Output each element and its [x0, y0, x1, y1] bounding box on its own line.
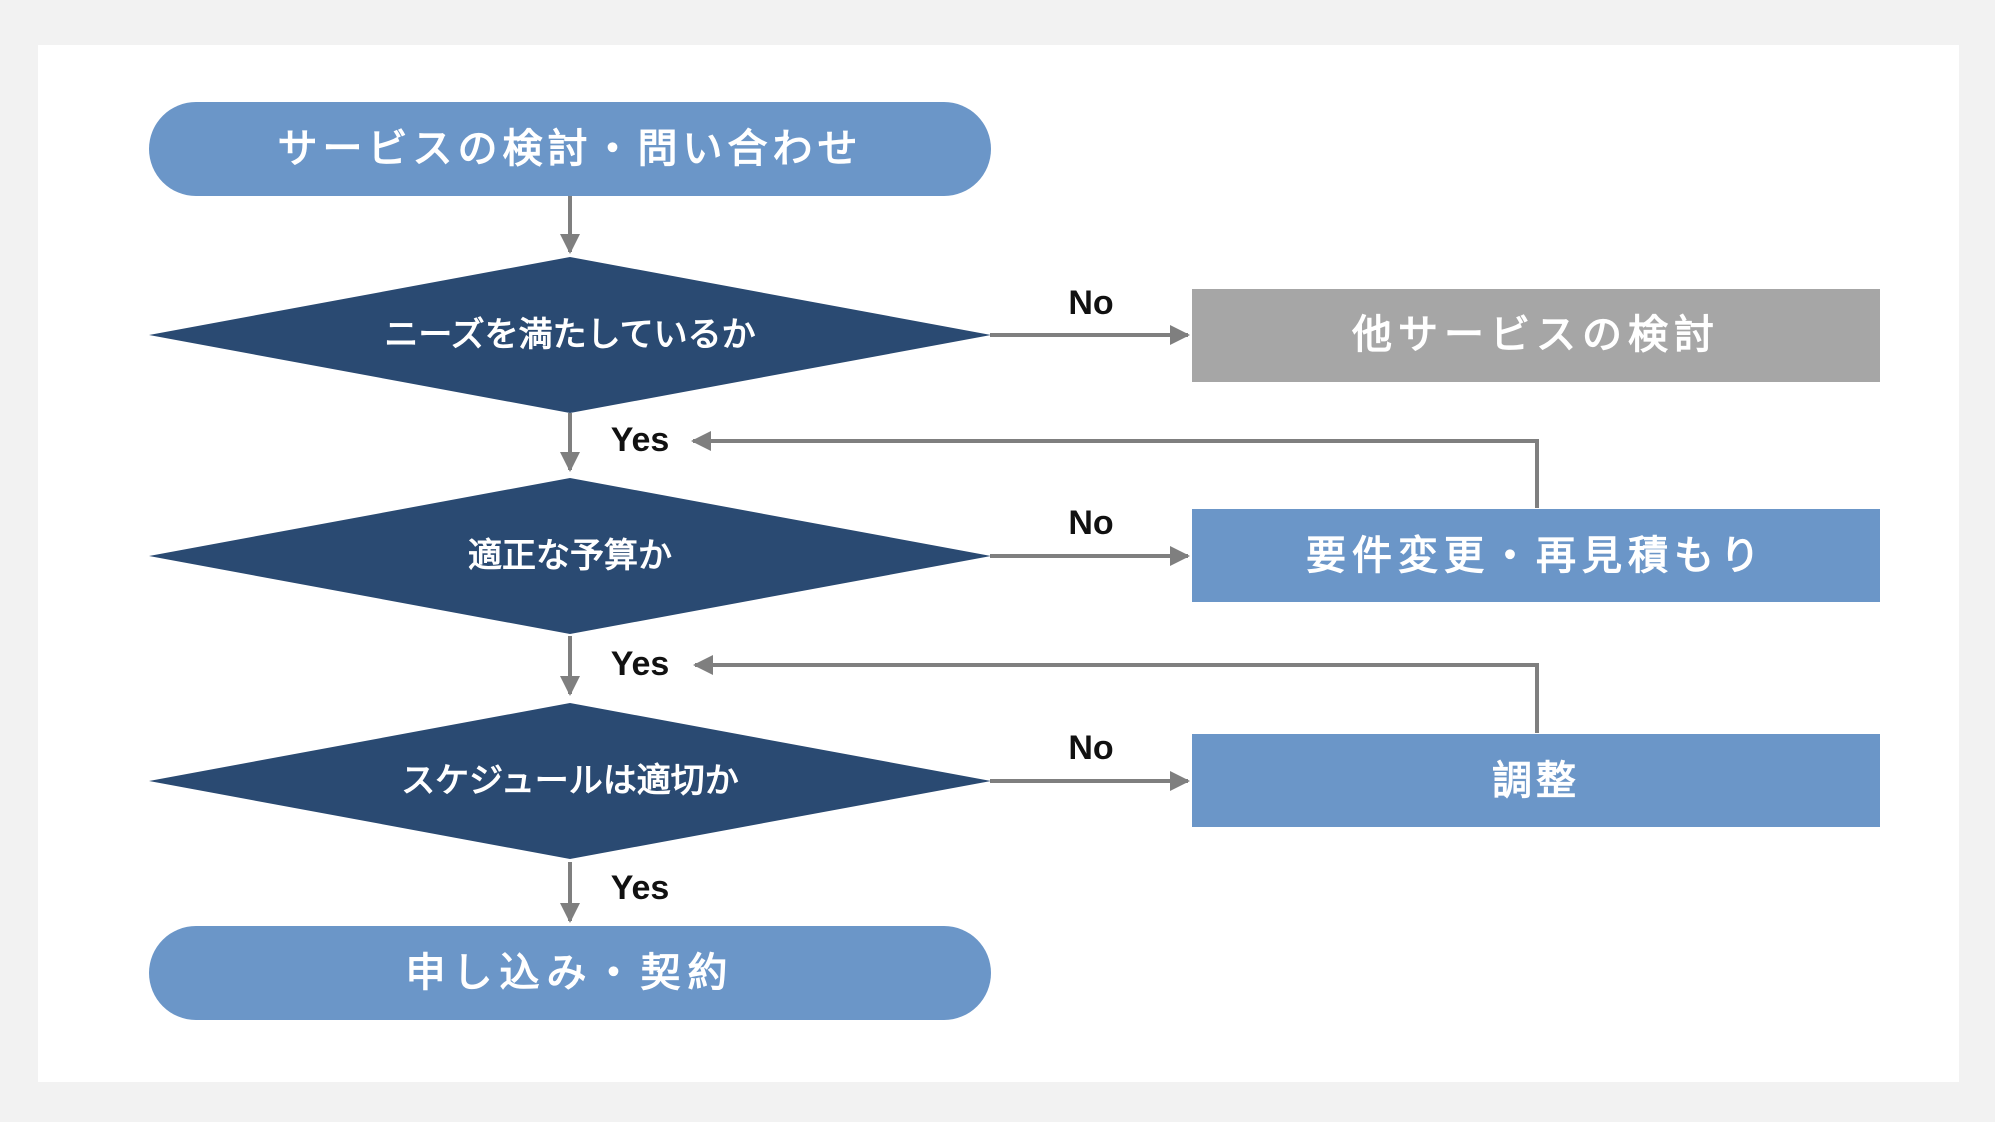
- arrow-adjust-back-to-yes: [693, 655, 1539, 733]
- edge-label-budget-no: No: [1068, 504, 1113, 542]
- end-terminal: [149, 926, 991, 1020]
- requirement-change-label: 要件変更・再見積もり: [1306, 533, 1766, 579]
- decision-schedule-label: スケジュールは適切か: [401, 761, 739, 801]
- arrow-change-back-to-yes: [691, 431, 1539, 508]
- edge-label-needs-no: No: [1068, 284, 1113, 322]
- edge-label-schedule-no: No: [1068, 729, 1113, 767]
- end-terminal-label: 申し込み・契約: [406, 950, 735, 996]
- adjustment-box: [1192, 734, 1880, 827]
- other-service-box: [1192, 289, 1880, 382]
- decision-schedule: [149, 703, 991, 859]
- edge-label-schedule-yes: Yes: [611, 869, 670, 907]
- adjustment-label: 調整: [1492, 758, 1580, 804]
- requirement-change-box: [1192, 509, 1880, 602]
- start-terminal-label: サービスの検討・問い合わせ: [278, 126, 863, 172]
- decision-budget-label: 適正な予算か: [468, 536, 672, 576]
- decision-budget: [149, 478, 991, 634]
- edge-label-budget-yes: Yes: [611, 645, 670, 683]
- edge-label-needs-yes: Yes: [611, 421, 670, 459]
- other-service-label: 他サービスの検討: [1351, 312, 1720, 358]
- decision-needs: [149, 257, 991, 413]
- connectors: [560, 196, 1539, 923]
- start-terminal: [149, 102, 991, 196]
- decision-needs-label: ニーズを満たしているか: [384, 315, 755, 355]
